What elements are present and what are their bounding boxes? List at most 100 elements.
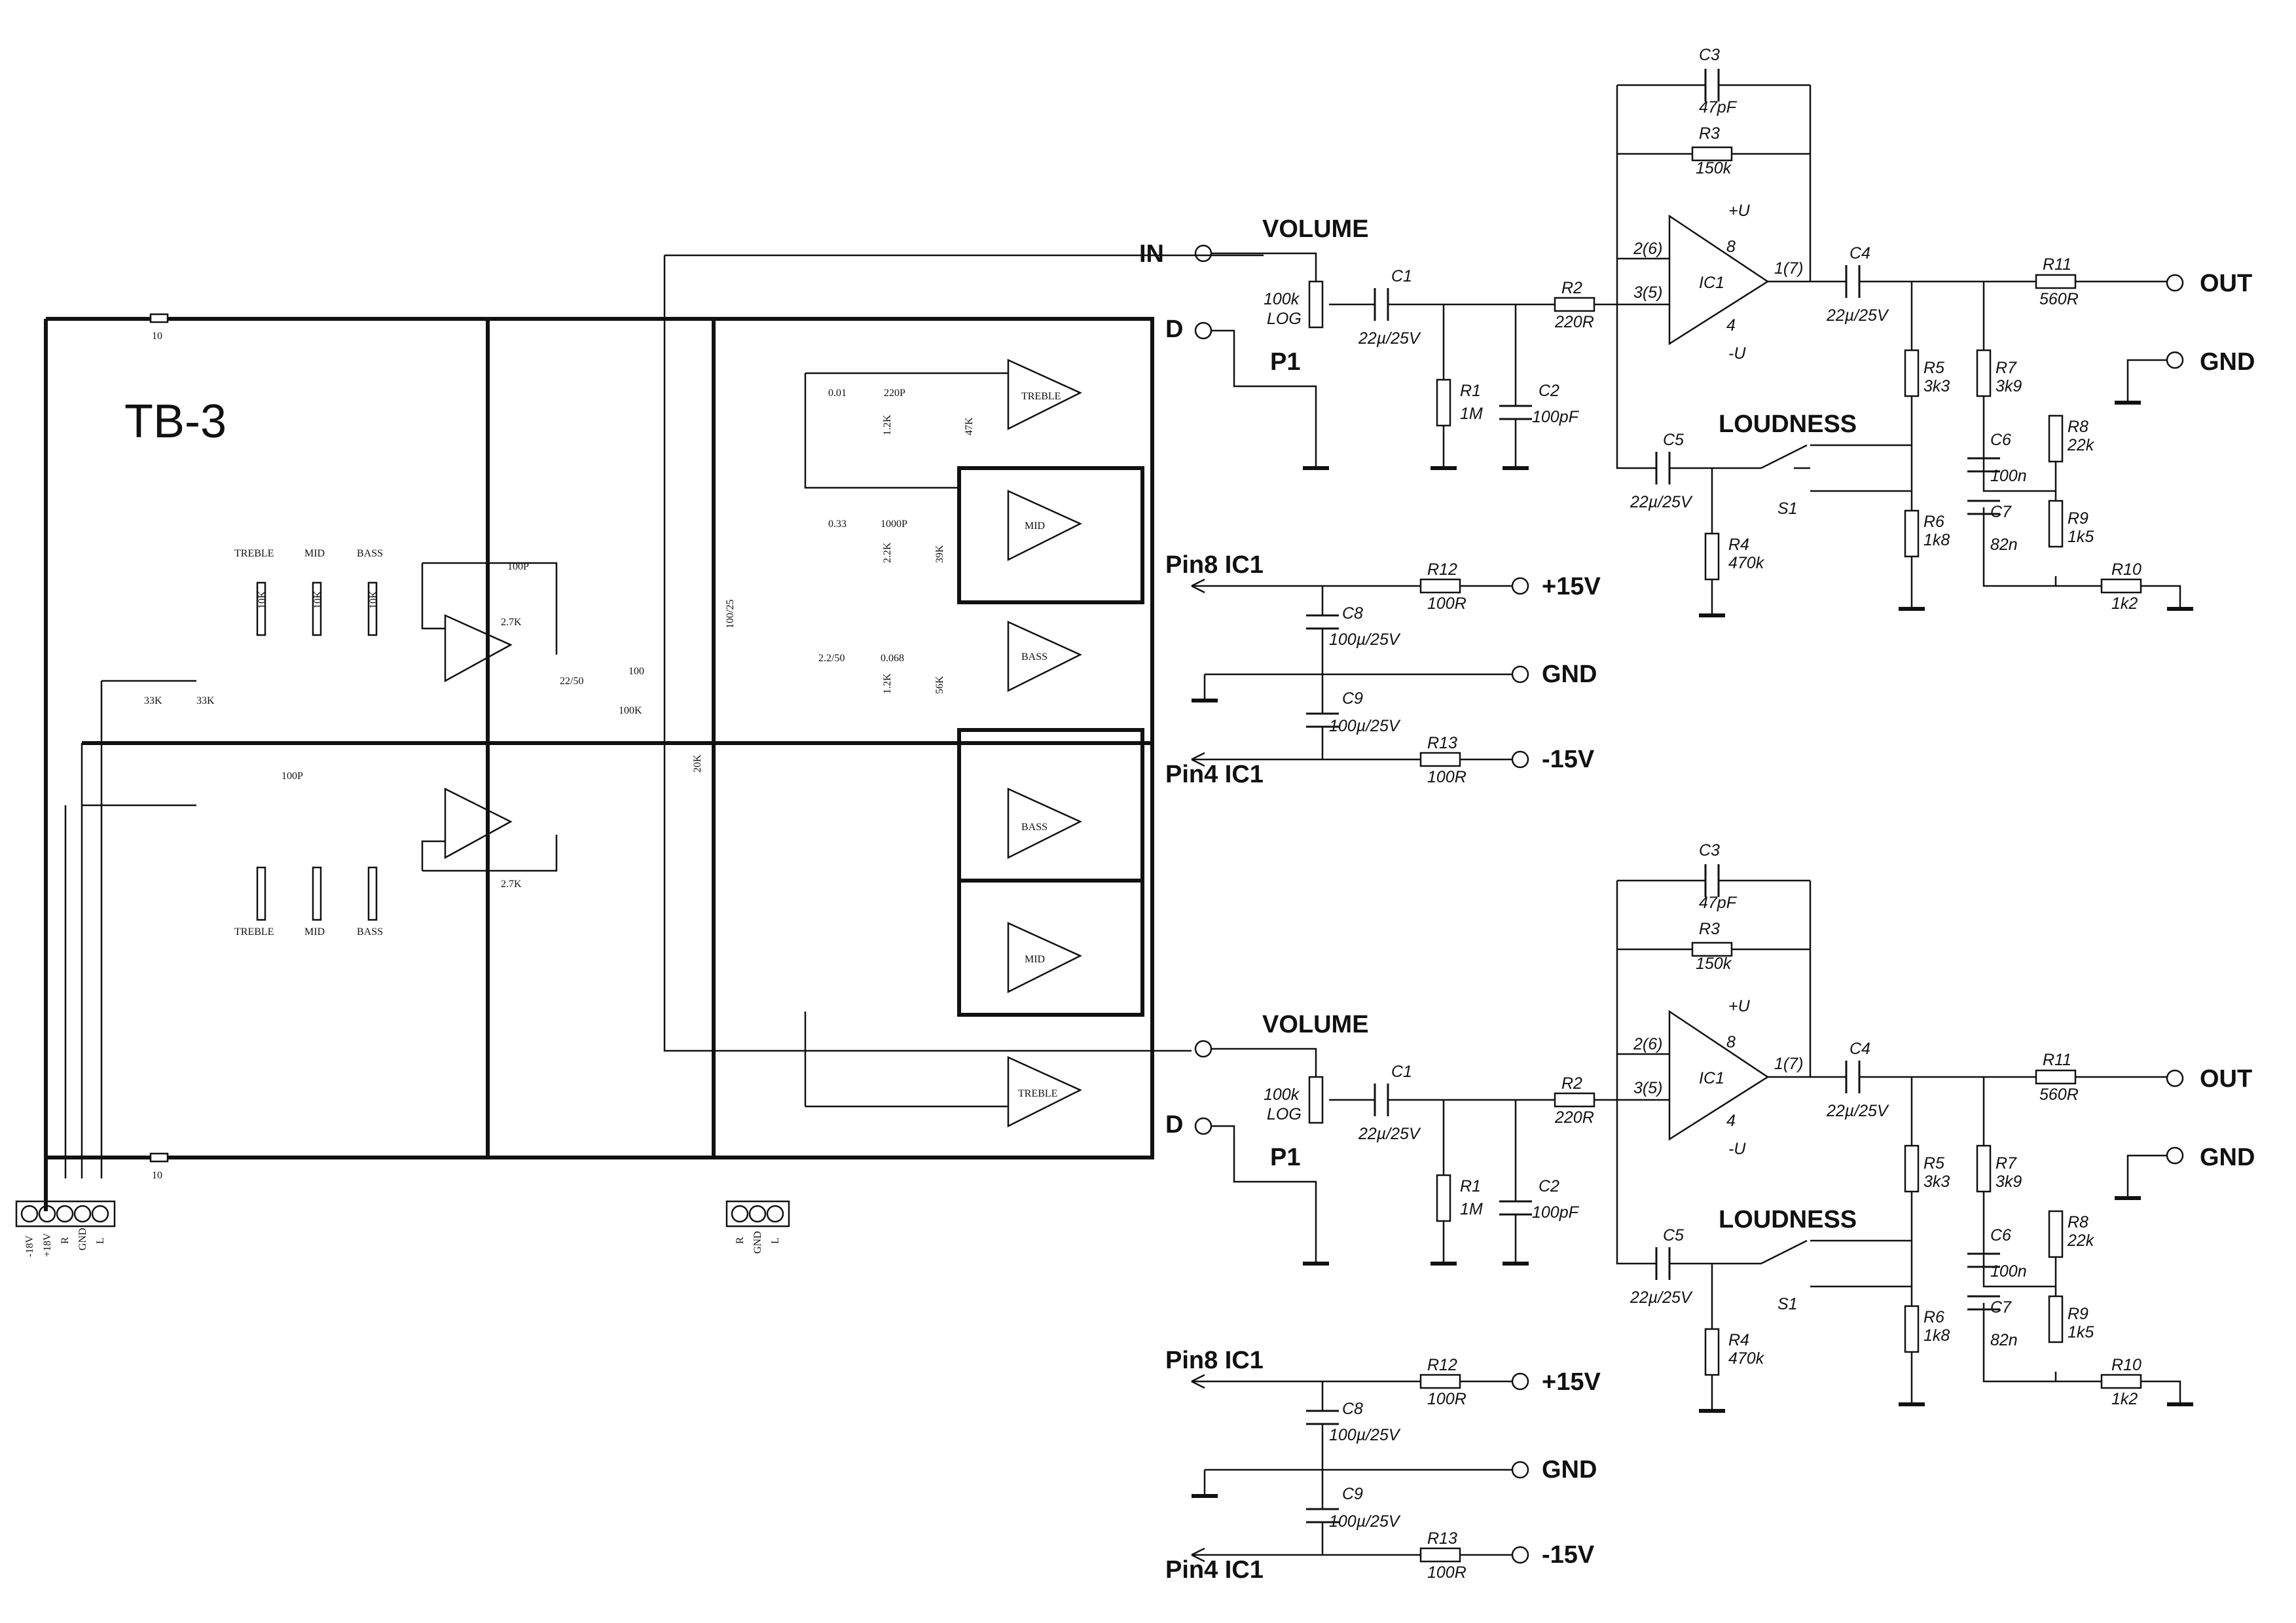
volume-label-top: VOLUME xyxy=(1262,215,1369,243)
r9-ref-bottom: R9 xyxy=(2068,1305,2088,1323)
ic1-vn-bottom: -U xyxy=(1728,1140,1746,1158)
ic1-ref-bottom: IC1 xyxy=(1699,1069,1724,1087)
bottom-resistor-label: 10 xyxy=(152,1170,162,1181)
c7-ref-bottom: C7 xyxy=(1990,1298,2012,1317)
loudness-label-bottom: LOUDNESS xyxy=(1719,1206,1857,1233)
res-47k-top: 47K xyxy=(964,417,975,435)
r10-val-bottom: 1k2 xyxy=(2111,1390,2138,1408)
ic1-pin-out-bottom: 1(7) xyxy=(1774,1055,1803,1073)
r5-ref-bottom: R5 xyxy=(1923,1154,1944,1173)
r3-ref-top: R3 xyxy=(1699,124,1720,143)
c3-ref-bottom: C3 xyxy=(1699,841,1720,860)
pot-value-mid-top: 10K xyxy=(312,591,323,609)
ic1-pin-noninv-bottom: 3(5) xyxy=(1633,1079,1662,1097)
r13-ref-top: R13 xyxy=(1427,734,1457,752)
c4-ref-top: C4 xyxy=(1850,244,1870,263)
c1-ref-top: C1 xyxy=(1391,267,1412,285)
tone-ic-mid-top: MID 0.33 1000P 2.2K 39K xyxy=(828,490,1082,563)
ic1-pin-noninv-top: 3(5) xyxy=(1633,283,1662,302)
c3-ref-top: C3 xyxy=(1699,46,1720,64)
r6-val-top: 1k8 xyxy=(1923,531,1950,549)
pot-ref-top: P1 xyxy=(1270,348,1300,376)
board-title: TB-3 xyxy=(124,395,227,448)
ic-label-bass-bottom: BASS xyxy=(1021,822,1048,833)
c9-ref-bottom: C9 xyxy=(1342,1485,1363,1503)
input-wires xyxy=(64,680,196,1178)
c1-val-bottom: 22µ/25V xyxy=(1358,1125,1421,1143)
ic-block-1 xyxy=(957,466,1144,604)
r5-ref-top: R5 xyxy=(1923,359,1944,377)
d-label-top: D xyxy=(1165,316,1183,343)
r4-ref-top: R4 xyxy=(1728,536,1749,554)
d-label-bottom: D xyxy=(1165,1111,1183,1139)
ic-label-treble-top: TREBLE xyxy=(1021,391,1061,402)
r1-val-bottom: 1M xyxy=(1460,1200,1483,1218)
res-1k2-top: 1.2K xyxy=(882,414,893,435)
c5-ref-bottom: C5 xyxy=(1663,1226,1684,1245)
upper-100: 100 xyxy=(629,666,644,677)
gnd-label-top: GND xyxy=(2200,348,2255,376)
pin8-label-top: Pin8 IC1 xyxy=(1165,551,1264,579)
pin-label-neg18: -18V xyxy=(24,1235,35,1257)
ic-label-mid-bottom: MID xyxy=(1025,954,1045,965)
ic1-pin-vp-bottom: 8 xyxy=(1726,1033,1736,1051)
connector-signal: R GND L xyxy=(725,1200,790,1254)
tone-pots-bottom: TREBLE MID BASS xyxy=(234,866,383,938)
pot-label-treble-bottom: TREBLE xyxy=(234,926,274,938)
c5-val-bottom: 22µ/25V xyxy=(1630,1288,1693,1307)
s1-ref-bottom: S1 xyxy=(1777,1295,1798,1313)
c6-val-bottom: 100n xyxy=(1990,1262,2027,1281)
c1-ref-bottom: C1 xyxy=(1391,1063,1412,1081)
r3-ref-bottom: R3 xyxy=(1699,920,1720,938)
top-resistor-label: 10 xyxy=(152,331,162,342)
r9-val-bottom: 1k5 xyxy=(2068,1323,2094,1341)
upper-100p: 100P xyxy=(507,561,529,572)
c5-val-top: 22µ/25V xyxy=(1630,493,1693,511)
r13-val-top: 100R xyxy=(1427,768,1467,786)
ic1-pin-vn-bottom: 4 xyxy=(1726,1112,1736,1130)
c9-val-top: 100µ/25V xyxy=(1329,717,1401,735)
r4-ref-bottom: R4 xyxy=(1728,1331,1749,1349)
ic1-pin-vn-top: 4 xyxy=(1726,316,1736,335)
s1-ref-top: S1 xyxy=(1777,500,1798,518)
board-opamp-lower: 2.7K 33K 33K 100P 100K 100/25 20K xyxy=(144,600,736,890)
pin4-label-top: Pin4 IC1 xyxy=(1165,761,1264,788)
r7-val-top: 3k9 xyxy=(1995,377,2022,395)
r9-val-top: 1k5 xyxy=(2068,528,2094,546)
ic1-pin-vp-top: 8 xyxy=(1726,238,1736,256)
out-label-top: OUT xyxy=(2200,270,2252,297)
tone-ic-bass-bottom: BASS xyxy=(1007,788,1082,860)
res-2k2-top: 2.2K xyxy=(882,542,893,563)
r6-val-bottom: 1k8 xyxy=(1923,1326,1950,1345)
cap-22-50-top: 2.2/50 xyxy=(818,653,845,664)
channel-bottom: VOLUME D 100k LOG P1 C1 22µ/25V R1 1M C2… xyxy=(1165,841,2255,1584)
res-20k: 20K xyxy=(692,754,703,773)
pot-label-treble-top: TREBLE xyxy=(234,548,274,559)
lower-2k7: 2.7K xyxy=(501,879,522,890)
r10-ref-bottom: R10 xyxy=(2111,1356,2141,1374)
cap-100-25: 100/25 xyxy=(725,600,736,629)
pot-value-bottom: 100k xyxy=(1264,1085,1300,1104)
r10-val-top: 1k2 xyxy=(2111,594,2138,613)
lower-33k-a: 33K xyxy=(144,695,162,706)
out-label-bottom: OUT xyxy=(2200,1065,2252,1093)
lower-100p: 100P xyxy=(282,771,303,782)
pot-taper-top: LOG xyxy=(1267,310,1302,328)
r3-val-bottom: 150k xyxy=(1696,955,1732,973)
cap-001-top: 0.01 xyxy=(828,388,847,399)
r11-val-top: 560R xyxy=(2039,290,2079,308)
r2-val-bottom: 220R xyxy=(1554,1108,1594,1127)
c1-val-top: 22µ/25V xyxy=(1358,329,1421,348)
r12-val-bottom: 100R xyxy=(1427,1390,1467,1408)
cap-0068-top: 0.068 xyxy=(881,653,904,664)
c2-ref-top: C2 xyxy=(1539,382,1559,400)
ic-block-3 xyxy=(957,879,1144,1017)
r8-val-top: 22k xyxy=(2067,436,2095,454)
tone-pots-top: TREBLE MID BASS 10K 10K 10K xyxy=(234,548,383,636)
pot-taper-bottom: LOG xyxy=(1267,1105,1302,1123)
r13-val-bottom: 100R xyxy=(1427,1563,1467,1582)
upper-22-50: 22/50 xyxy=(560,676,583,687)
tone-ic-treble-top: TREBLE 0.01 220P 1.2K 47K xyxy=(804,359,1082,489)
cap-033-top: 0.33 xyxy=(828,519,847,530)
connector-power: -18V +18V R GND L xyxy=(15,1200,116,1257)
